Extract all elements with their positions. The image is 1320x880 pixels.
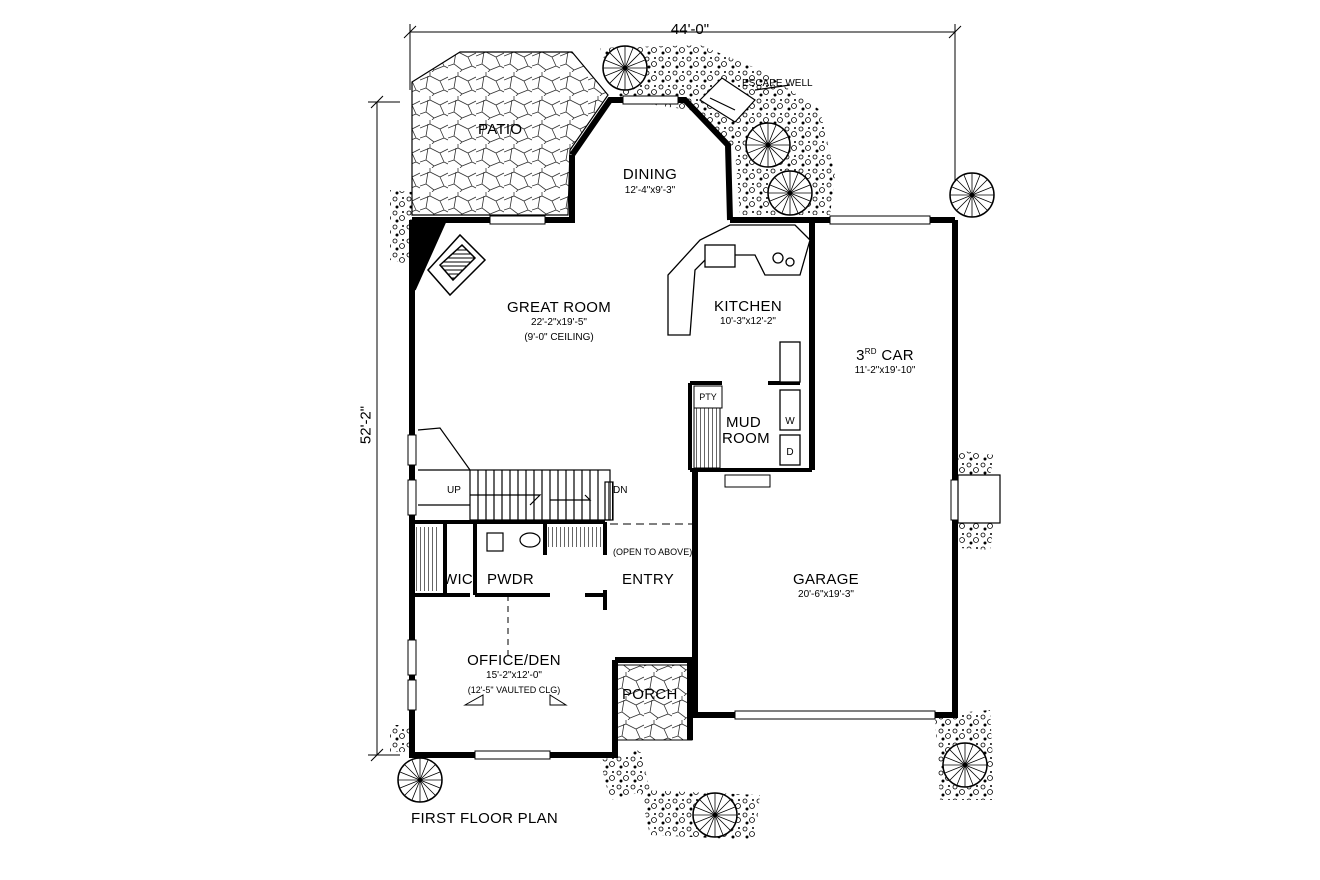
kitchen-dims: 10'-3"x12'-2" — [720, 316, 776, 327]
vault-symbols — [463, 694, 568, 706]
great-room-dims: 22'-2"x19'-5" — [531, 317, 587, 328]
escape-well — [699, 77, 791, 123]
patio-label: PATIO — [478, 121, 523, 138]
stairs-down-label: DN — [613, 485, 628, 496]
garage-dims: 20'-6"x19'-3" — [798, 589, 854, 600]
depth-dimension-line — [368, 95, 400, 762]
great-room-label: GREAT ROOM — [506, 299, 612, 316]
overall-width-label: 44'-0" — [670, 21, 710, 38]
entry-closet-shelving — [548, 527, 602, 547]
width-dimension-line — [403, 24, 962, 200]
third-car-suffix: RD — [864, 347, 877, 356]
office-vault-note: (12'-5" VAULTED CLG) — [467, 685, 561, 695]
mud-closet — [693, 407, 721, 469]
overall-depth-label: 52'-2" — [357, 405, 375, 445]
dining-label: DINING — [622, 166, 678, 183]
third-car-dims: 11'-2"x19'-10" — [854, 365, 916, 376]
pantry — [693, 385, 723, 409]
dining-dims: 12'-4"x9'-3" — [624, 185, 676, 196]
powder-label: PWDR — [487, 571, 535, 588]
third-car-number: 3 — [856, 347, 865, 364]
washer-label: W — [785, 416, 795, 427]
porch-label: PORCH — [622, 686, 678, 703]
pantry-label: PTY — [699, 392, 717, 402]
open-to-above-note: (OPEN TO ABOVE) — [613, 547, 693, 557]
third-car-label: 3RD CAR — [856, 347, 914, 364]
great-room-ceiling-note: (9'-0" CEILING) — [524, 332, 594, 343]
staircase — [417, 427, 614, 521]
windows — [407, 95, 960, 760]
mud-room-label-2: ROOM — [722, 430, 770, 447]
third-car-word: CAR — [876, 347, 914, 364]
dryer-label: D — [786, 447, 794, 458]
patio-paving — [411, 51, 609, 216]
escape-well-label: ESCAPE WELL — [742, 78, 813, 89]
plan-title: FIRST FLOOR PLAN — [411, 810, 559, 827]
interior-walls — [412, 381, 812, 610]
wic-shelving — [415, 527, 440, 591]
entry-label: ENTRY — [622, 571, 675, 588]
kitchen-label: KITCHEN — [714, 298, 782, 315]
garage-label: GARAGE — [793, 571, 859, 588]
powder-fixtures — [486, 532, 541, 552]
fireplace — [414, 222, 487, 297]
mud-room-label-1: MUD — [726, 414, 762, 431]
office-dims: 15'-2"x12'-0" — [486, 670, 542, 681]
kitchen-counters — [667, 224, 811, 466]
office-label: OFFICE/DEN — [467, 652, 561, 669]
stairs-up-label: UP — [447, 485, 461, 496]
wic-label: WIC — [443, 571, 474, 588]
